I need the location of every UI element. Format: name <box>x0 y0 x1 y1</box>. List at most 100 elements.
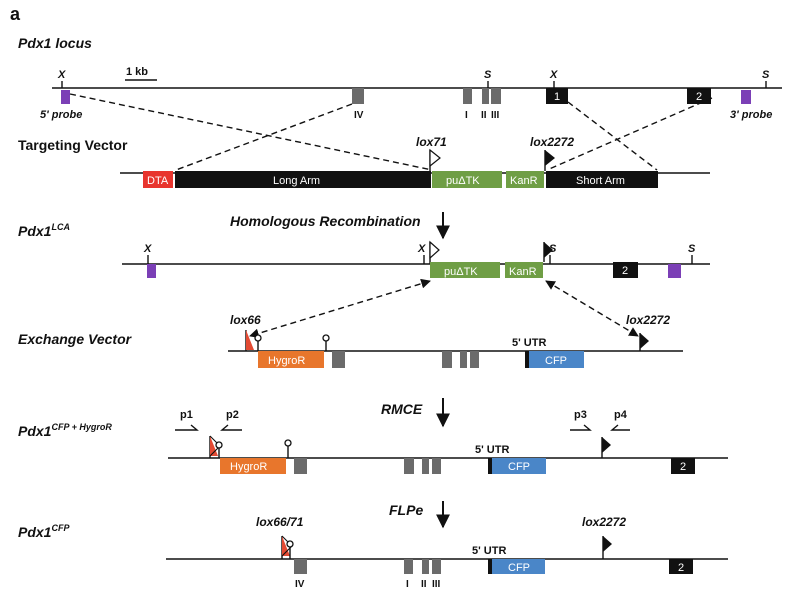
dta-box <box>143 171 173 188</box>
primer-p1-arrow-icon <box>175 424 199 431</box>
cfp-exon-i-label: I <box>406 579 409 590</box>
cfp-hygro-utr-mark <box>488 458 492 474</box>
cfp-exon-2-box <box>669 559 693 574</box>
homology-line-3 <box>567 101 658 171</box>
dta-label: DTA <box>147 175 169 187</box>
exon-iv-label: IV <box>354 110 364 121</box>
hygror-label: HygroR <box>268 355 305 367</box>
exchange-utr-mark <box>525 351 529 368</box>
lca-site-x-2: X <box>417 243 426 255</box>
lox71-label: lox71 <box>416 135 447 149</box>
cfp-hygro-lox2272-flag-icon <box>602 437 611 453</box>
lca-site-x-1: X <box>143 243 152 255</box>
exchange-arrow-right <box>545 280 639 337</box>
lca-lox71-flag-icon <box>429 240 440 260</box>
primer-p3: p3 <box>574 409 587 421</box>
exon-ii-label: II <box>481 110 487 121</box>
putk-box <box>432 171 502 188</box>
lox71-flag-icon <box>429 148 441 168</box>
primer-p4-arrow-icon <box>610 424 630 431</box>
lca-kanr-label: KanR <box>509 266 537 278</box>
cfp-exon-ii-label: II <box>421 579 427 590</box>
lca-putk-label: puΔTK <box>444 266 478 278</box>
probe-3 <box>741 90 751 104</box>
cfp-hygro-hygror-box <box>220 458 286 474</box>
cfp-lox2272-flag-icon <box>603 536 612 552</box>
cfp-hygro-exon-ii <box>422 458 429 474</box>
exon-i-label: I <box>465 110 468 121</box>
cfp-utr-mark <box>488 559 492 574</box>
cfp-frt-icon <box>286 540 294 548</box>
step-flpe: FLPe <box>389 502 423 518</box>
primer-p2: p2 <box>226 409 239 421</box>
cfp-lox2272-label: lox2272 <box>582 515 626 529</box>
lca-title: Pdx1LCA <box>18 222 70 239</box>
cfp-hygro-exon-2-label: 2 <box>680 461 686 473</box>
cfp-hygro-exon-2-box <box>671 458 695 474</box>
lca-lox2272-flag-icon <box>544 242 553 258</box>
primer-p2-arrow-icon <box>220 424 242 431</box>
cfp-exon-iii-label: III <box>432 579 441 590</box>
probe-3-label: 3' probe <box>730 109 772 121</box>
cfp-hygro-frt-1-icon <box>215 441 223 449</box>
long-arm-label: Long Arm <box>273 175 320 187</box>
cfp-exon-ii <box>422 559 429 574</box>
primer-p4: p4 <box>614 409 628 421</box>
exon-1-box <box>546 88 568 104</box>
hygror-box <box>258 351 324 368</box>
long-arm-box <box>175 171 431 188</box>
cfp-exon-iv-label: IV <box>295 579 305 590</box>
probe-5 <box>61 90 70 104</box>
cfp-cfp-label: CFP <box>508 562 530 574</box>
step-rmce: RMCE <box>381 401 423 417</box>
short-arm-label: Short Arm <box>576 175 625 187</box>
cfp-hygro-exon-i <box>404 458 414 474</box>
cfp-hygro-exon-iv <box>294 458 307 474</box>
exon-i <box>463 88 472 104</box>
lca-probe-5 <box>147 264 156 278</box>
kanr-box <box>506 171 544 188</box>
exon-iii <box>491 88 501 104</box>
frt-1-icon <box>254 334 262 342</box>
targeting-title: Targeting Vector <box>18 137 128 153</box>
putk-label: puΔTK <box>446 175 480 187</box>
site-x-2: X <box>549 69 558 81</box>
exon-iv <box>352 88 364 104</box>
row-exchange: Exchange Vector lox66 HygroR 5' UTR CFP … <box>18 313 683 368</box>
exchange-exon-iv <box>332 351 345 368</box>
cfp-hygro-hygror-label: HygroR <box>230 461 267 473</box>
cfp-lox66-flag-icon <box>282 536 290 556</box>
cfp-hygro-utr-label: 5' UTR <box>475 444 509 456</box>
cfp-hygro-cfp-label: CFP <box>508 461 530 473</box>
site-s-2: S <box>762 69 770 81</box>
exchange-lox2272-label: lox2272 <box>626 313 670 327</box>
exchange-arrow-left <box>249 278 431 339</box>
lca-site-s-2: S <box>688 243 696 255</box>
panel-label: a <box>10 4 21 24</box>
cfp-exon-2-label: 2 <box>678 562 684 574</box>
site-s-1: S <box>484 69 492 81</box>
exchange-cfp-label: CFP <box>545 355 567 367</box>
primer-p1: p1 <box>180 409 193 421</box>
locus-title: Pdx1 locus <box>18 35 92 51</box>
lca-putk-box <box>430 262 500 278</box>
primer-p3-arrow-icon <box>570 424 592 431</box>
homology-line-4 <box>546 97 713 171</box>
cfp-hygro-title: Pdx1CFP + HygroR <box>18 422 112 439</box>
row-locus: Pdx1 locus 1 kb X S X S 5' probe 3' prob… <box>18 35 782 121</box>
cfp-hygro-exon-iii <box>432 458 441 474</box>
lox66-label: lox66 <box>230 313 261 327</box>
row-cfp-hygro: Pdx1CFP + HygroR p1 p2 p3 p4 HygroR 5' U… <box>18 409 728 474</box>
short-arm-box <box>546 171 658 188</box>
exchange-cfp-box <box>529 351 584 368</box>
exchange-exon-iii <box>470 351 479 368</box>
lox2272-label-targeting: lox2272 <box>530 135 574 149</box>
cfp-exon-iv <box>294 559 307 574</box>
cfp-hygro-frt-2-icon <box>284 439 292 447</box>
homology-line-2 <box>175 103 353 171</box>
exchange-exon-ii <box>460 351 467 368</box>
probe-5-label: 5' probe <box>40 109 82 121</box>
exchange-utr-label: 5' UTR <box>512 337 546 349</box>
cfp-exon-i <box>404 559 413 574</box>
